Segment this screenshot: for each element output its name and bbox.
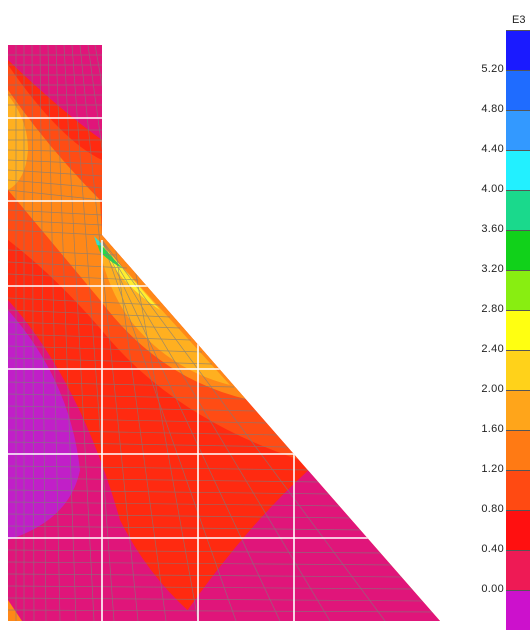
legend-tick-label: 0.80 (481, 503, 504, 515)
legend-swatch (506, 70, 530, 110)
legend-tick-label: 1.20 (481, 463, 504, 475)
legend-swatch (506, 510, 530, 550)
legend-swatch (506, 430, 530, 470)
legend-swatch (506, 150, 530, 190)
legend-swatch (506, 230, 530, 270)
legend-tick-label: 0.40 (481, 543, 504, 555)
legend-swatch (506, 190, 530, 230)
legend-swatch (506, 390, 530, 430)
legend-swatch (506, 270, 530, 310)
legend-tick-label: 1.60 (481, 423, 504, 435)
contour-region-yellow (98, 240, 160, 310)
legend-tick-label: 4.00 (481, 183, 504, 195)
legend-tick-label: 3.20 (481, 263, 504, 275)
contour-region-magenta-left (8, 300, 200, 621)
legend-tick-label: 3.60 (481, 223, 504, 235)
contour-region-magenta-right (180, 460, 440, 621)
legend-tick-label: 2.80 (481, 303, 504, 315)
element-boundaries (8, 117, 373, 621)
legend-tick-label: 2.40 (481, 343, 504, 355)
contour-region-magenta-top (8, 45, 102, 140)
legend-swatch (506, 110, 530, 150)
color-legend: E3 5.20 4.80 4.40 4.00 3.60 3.20 2.80 2.40 2.00 1… (470, 0, 532, 630)
legend-swatch (506, 470, 530, 510)
contour-plot (8, 45, 440, 621)
contour-region-orange (8, 90, 250, 400)
legend-tick-label: 5.20 (481, 63, 504, 75)
legend-swatch (506, 550, 530, 590)
legend-swatch (506, 590, 530, 630)
legend-swatch (506, 30, 530, 70)
legend-tick-label: 0.00 (481, 583, 504, 595)
legend-tick-label: 2.00 (481, 383, 504, 395)
mesh-grid (8, 45, 439, 621)
legend-tick-label: 4.80 (481, 103, 504, 115)
contour-region-amber (98, 240, 230, 385)
legend-exponent: E3 (512, 14, 526, 26)
contour-region-orange-corner (8, 600, 22, 621)
legend-tick-label: 4.40 (481, 143, 504, 155)
legend-swatch (506, 350, 530, 390)
legend-swatch (506, 310, 530, 350)
